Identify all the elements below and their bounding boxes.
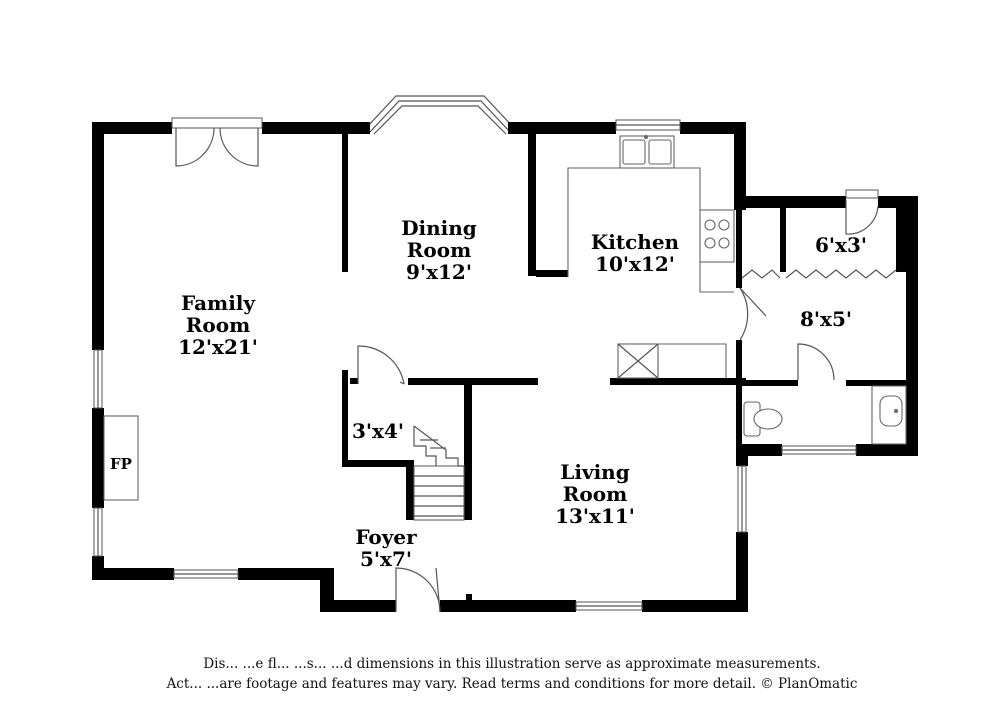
disclaimer-line-1: Dis... ...e fl... ...s... ...d dimension… bbox=[203, 656, 821, 672]
kitchen-size: 10'x12' bbox=[595, 252, 675, 276]
exterior-walls bbox=[92, 122, 918, 612]
bathroom-fixtures bbox=[743, 385, 907, 445]
stair-closet-size: 3'x4' bbox=[352, 419, 404, 443]
living-room-size: 13'x11' bbox=[555, 504, 635, 528]
living-room-name-2: Room bbox=[563, 482, 627, 506]
doors bbox=[175, 127, 897, 613]
living-room-name-1: Living bbox=[560, 460, 629, 484]
dining-room-name-1: Dining bbox=[401, 216, 477, 240]
closet-top-size: 6'x3' bbox=[815, 233, 867, 257]
dining-room-name-2: Room bbox=[407, 238, 471, 262]
laundry-size: 8'x5' bbox=[800, 307, 852, 331]
fireplace-label: FP bbox=[110, 455, 132, 473]
disclaimer-line-2: Act... ...are footage and features may v… bbox=[166, 676, 858, 692]
windows bbox=[93, 95, 857, 611]
stairs bbox=[413, 425, 465, 521]
dining-room-size: 9'x12' bbox=[406, 260, 472, 284]
family-room-name-2: Room bbox=[186, 313, 250, 337]
family-room-size: 12'x21' bbox=[178, 335, 258, 359]
foyer-name: Foyer bbox=[355, 525, 417, 549]
kitchen-name: Kitchen bbox=[591, 230, 680, 254]
interior-walls bbox=[342, 134, 918, 602]
kitchen-fixtures bbox=[567, 135, 735, 379]
foyer-size: 5'x7' bbox=[360, 547, 412, 571]
fireplace bbox=[103, 415, 139, 501]
family-room-name-1: Family bbox=[181, 291, 256, 315]
room-labels: Family Room 12'x21' Dining Room 9'x12' K… bbox=[110, 216, 867, 571]
